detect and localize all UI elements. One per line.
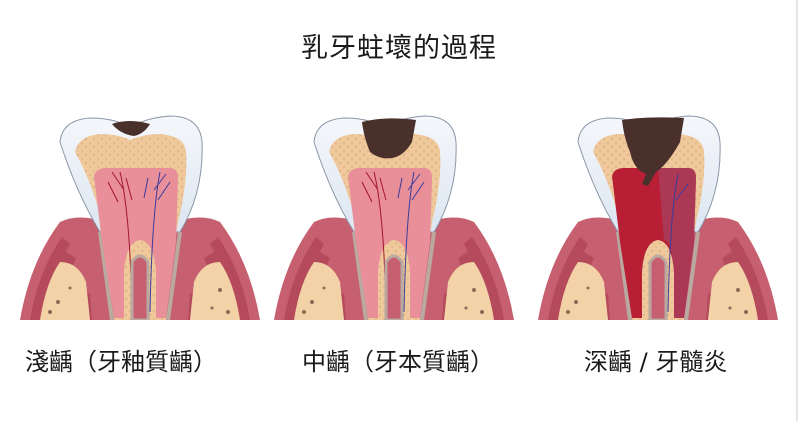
tooth-illustration-dentin-caries [274, 114, 514, 320]
caries-medium [362, 118, 416, 159]
stage-label-medium: 中齲（牙本質齲） [302, 348, 494, 376]
diagram-title: 乳牙蛀壞的過程 [301, 33, 497, 64]
image-border [796, 0, 798, 421]
tooth-illustration-enamel-caries [20, 114, 260, 320]
caries-shallow [112, 121, 150, 136]
stage-label-shallow: 淺齲（牙釉質齲） [25, 348, 217, 376]
stage-label-deep: 深齲 / 牙髓炎 [584, 348, 728, 376]
caries-deep [622, 117, 684, 186]
tooth-illustration-pulpitis [538, 114, 778, 320]
